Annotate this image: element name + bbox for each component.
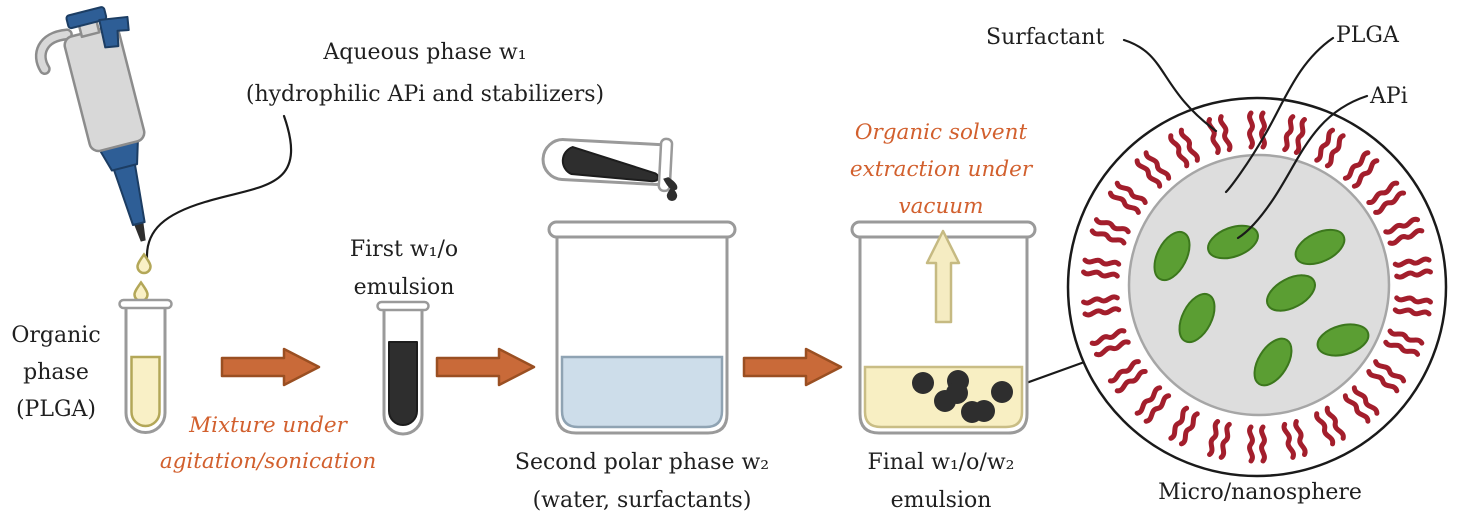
first-emulsion-label: First w₁/o emulsion	[329, 231, 479, 307]
emulsion-droplet	[973, 400, 995, 422]
final-emulsion-line2: emulsion	[890, 488, 992, 513]
pouring-drip	[663, 177, 678, 191]
emulsion-droplets	[912, 370, 1013, 423]
api-text: APi	[1370, 84, 1408, 109]
extraction-line1: Organic solvent	[854, 120, 1028, 145]
api-particle	[1266, 274, 1316, 312]
api-particle	[1178, 292, 1216, 344]
organic-phase-test-tube	[118, 298, 173, 434]
surfactant-leader-line	[1122, 38, 1218, 133]
organic-phase-liquid	[130, 355, 161, 428]
surfactant-text: Surfactant	[986, 25, 1105, 50]
api-particle	[1294, 228, 1346, 266]
api-particle	[1153, 230, 1191, 282]
plga-label: PLGA	[1336, 23, 1399, 48]
pouring-test-tube	[541, 137, 678, 193]
test-tube-rim	[118, 298, 173, 310]
organic-phase-line1: Organic	[11, 323, 101, 348]
step-arrow-1	[220, 347, 321, 387]
microsphere-text: Micro/nanosphere	[1158, 480, 1362, 505]
final-emulsion-label: Final w₁/o/w₂ emulsion	[856, 444, 1026, 516]
api-particle	[1253, 337, 1293, 387]
mixture-line1: Mixture under	[189, 413, 347, 438]
first-emulsion-test-tube	[376, 300, 430, 436]
api-label: APi	[1370, 84, 1408, 109]
emulsion-droplet	[946, 382, 968, 404]
first-emulsion-line2: emulsion	[353, 275, 455, 300]
api-leader-line	[1236, 94, 1369, 240]
first-emulsion-liquid	[388, 341, 418, 426]
micro-nanosphere	[1066, 96, 1448, 478]
plga-text: PLGA	[1336, 23, 1399, 48]
extraction-line3: vacuum	[898, 194, 984, 219]
step-arrow-2	[435, 347, 536, 387]
first-emulsion-line1: First w₁/o	[349, 237, 459, 262]
pouring-liquid	[561, 146, 660, 183]
final-emulsion-beaker	[850, 220, 1037, 435]
aqueous-droplet-2	[133, 281, 149, 303]
aqueous-phase-label: Aqueous phase w₁ (hydrophilic APi and st…	[235, 32, 615, 116]
pipette-tip	[133, 220, 146, 242]
pipette-plunger-button	[65, 6, 108, 30]
vacuum-up-arrow	[925, 229, 961, 324]
api-particles	[1153, 224, 1370, 387]
plga-leader-line	[1224, 36, 1335, 194]
extraction-line2: extraction under	[849, 157, 1033, 182]
beaker-rim	[547, 220, 737, 239]
test-tube-rim	[376, 300, 430, 312]
aqueous-droplet-1	[136, 253, 152, 275]
mixture-step-label: Mixture under agitation/sonication	[140, 408, 396, 480]
emulsion-droplet	[991, 381, 1013, 403]
second-phase-beaker	[547, 220, 737, 435]
mixture-line2: agitation/sonication	[159, 449, 377, 474]
microsphere-caption: Micro/nanosphere	[1140, 480, 1380, 505]
pipette-eject-button	[98, 15, 130, 49]
extraction-step-label: Organic solvent extraction under vacuum	[826, 114, 1056, 225]
aqueous-phase-line2: (hydrophilic APi and stabilizers)	[245, 82, 605, 107]
organic-phase-line2: phase	[23, 360, 89, 385]
organic-phase-label: Organic phase (PLGA)	[0, 317, 112, 428]
second-phase-label: Second polar phase w₂ (water, surfactant…	[480, 444, 804, 516]
emulsion-droplet	[912, 372, 934, 394]
second-phase-line1: Second polar phase w₂	[514, 450, 770, 475]
aqueous-phase-line1: Aqueous phase w₁	[323, 40, 527, 65]
surfactant-label: Surfactant	[986, 25, 1104, 50]
pipette-ejector-arm-fill	[37, 30, 71, 73]
second-phase-liquid	[560, 355, 724, 429]
organic-phase-line3: (PLGA)	[15, 397, 97, 422]
step-arrow-3	[742, 347, 843, 387]
second-phase-line2: (water, surfactants)	[532, 488, 752, 513]
final-emulsion-line1: Final w₁/o/w₂	[867, 450, 1015, 475]
pipette-icon	[34, 6, 146, 242]
pipette-shaft	[112, 161, 146, 227]
aqueous-leader-line	[145, 114, 293, 260]
api-particle	[1316, 323, 1370, 357]
